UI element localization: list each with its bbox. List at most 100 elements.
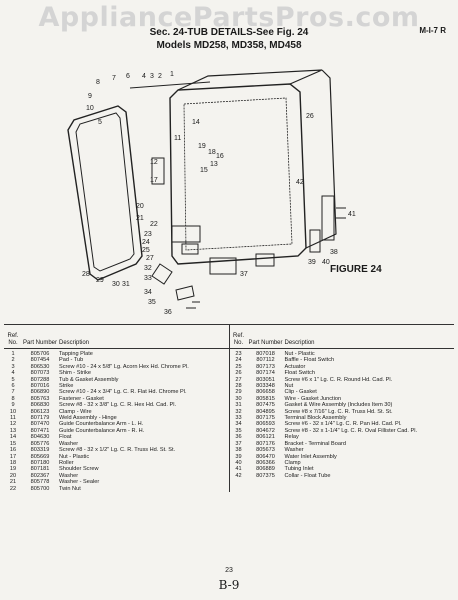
description-cell: Guide Counterbalance Arm - R. H. xyxy=(59,427,145,434)
callout-17: 17 xyxy=(150,177,158,184)
part-number-cell: 805778 xyxy=(30,479,50,486)
callout-8: 8 xyxy=(96,79,100,86)
description-cell: Shoulder Screw xyxy=(59,466,99,473)
ref-cell: 25 xyxy=(235,363,242,370)
table-row: 37 807176 Bracket - Terminal Board xyxy=(230,441,455,447)
callout-40: 40 xyxy=(322,259,330,266)
ref-cell: 35 xyxy=(235,427,242,434)
callout-33: 33 xyxy=(144,275,152,282)
ref-cell: 24 xyxy=(235,357,242,364)
ref-cell: 26 xyxy=(235,370,242,377)
ref-cell: 9 xyxy=(11,402,15,409)
description-cell: Bracket - Terminal Board xyxy=(284,440,346,447)
description-cell: Twin Nut xyxy=(59,485,81,492)
part-number-cell: 806123 xyxy=(30,408,50,415)
ref-cell: 6 xyxy=(11,383,15,390)
figure-label: FIGURE 24 xyxy=(330,264,382,275)
ref-cell: 22 xyxy=(9,485,17,492)
callout-27: 27 xyxy=(146,255,154,262)
handwritten-page-mark: B-9 xyxy=(218,578,240,592)
part-number-cell: 806121 xyxy=(256,434,275,441)
part-number-cell: 807470 xyxy=(30,421,50,428)
callout-28: 28 xyxy=(82,271,90,278)
description-cell: Strike xyxy=(59,383,74,390)
part-number-cell: 807176 xyxy=(256,440,275,447)
description-cell: Clamp - Wire xyxy=(59,408,92,415)
callout-9: 9 xyxy=(88,93,92,100)
part-number-cell: 807175 xyxy=(256,415,275,422)
description-cell: Guide Counterbalance Arm - L. H. xyxy=(59,421,144,428)
description-cell: Terminal Block Assembly xyxy=(284,415,347,422)
part-number-cell: 805815 xyxy=(256,395,275,402)
part-number-cell: 805706 xyxy=(30,351,50,357)
part-number-cell: 807375 xyxy=(256,472,275,479)
door-gasket-inner xyxy=(75,112,135,272)
ref-cell: 33 xyxy=(235,415,242,422)
callout-11: 11 xyxy=(174,135,181,142)
header-ref: Ref. No. xyxy=(7,333,19,346)
description-cell: Float Switch xyxy=(284,370,315,377)
ref-cell: 23 xyxy=(235,351,242,357)
ref-cell: 1 xyxy=(11,351,15,357)
part-number-cell: 802367 xyxy=(30,472,50,479)
part-number-cell: 805763 xyxy=(30,395,50,402)
callout-3: 3 xyxy=(150,73,154,80)
header-desc: Description xyxy=(59,340,90,346)
part-number-cell: 803348 xyxy=(256,383,275,390)
callout-7: 7 xyxy=(112,75,116,82)
callout-42: 42 xyxy=(296,179,304,186)
part-number-cell: 806658 xyxy=(256,389,275,396)
ref-cell: 8 xyxy=(11,395,15,402)
description-cell: Screw #6 - 32 x 1/4" Lg. C. R. Pan Hd. C… xyxy=(284,421,402,428)
ref-cell: 10 xyxy=(9,408,17,415)
description-cell: Screw #8 - 32 x 3/8" Lg. C. R. Hex Hd. C… xyxy=(59,402,177,409)
callout-36: 36 xyxy=(164,309,172,316)
section-title: Sec. 24-TUB DETAILS-See Fig. 24 xyxy=(149,27,309,38)
part-number-cell: 804895 xyxy=(256,408,275,415)
page-code: M-I-7 R xyxy=(419,26,446,35)
header-ref: Ref. No. xyxy=(232,333,244,346)
part-number-cell: 805776 xyxy=(30,440,50,447)
table-header-right: Ref. No. Part Number Description xyxy=(229,324,454,349)
ref-cell: 13 xyxy=(9,427,17,434)
callout-18: 18 xyxy=(208,149,216,156)
part-number-cell: 806530 xyxy=(30,363,50,370)
callout-10: 10 xyxy=(86,105,94,112)
ref-cell: 19 xyxy=(9,466,17,473)
part-number-cell: 807475 xyxy=(256,402,275,409)
callout-13: 13 xyxy=(210,161,218,168)
header-part: Part Number xyxy=(23,340,58,346)
description-cell: Screw #10 - 24 x 3/4" Lg. C. R. Flat Hd.… xyxy=(59,389,187,396)
callout-34: 34 xyxy=(144,289,152,296)
table-row: 33 807175 Terminal Block Assembly xyxy=(230,415,455,421)
ref-cell: 37 xyxy=(235,440,242,447)
tub-inner-edge xyxy=(183,97,293,251)
part-number-cell: 804630 xyxy=(30,434,50,441)
ref-cell: 7 xyxy=(11,389,15,396)
callout-39: 39 xyxy=(308,259,316,266)
ref-cell: 38 xyxy=(235,447,242,454)
ref-cell: 21 xyxy=(9,479,17,486)
callout-15: 15 xyxy=(200,167,208,174)
callout-1: 1 xyxy=(170,71,174,78)
description-cell: Relay xyxy=(284,434,299,441)
description-cell: Gasket & Wire Assembly (Includes Item 30… xyxy=(284,402,393,409)
callout-38: 38 xyxy=(330,249,338,256)
